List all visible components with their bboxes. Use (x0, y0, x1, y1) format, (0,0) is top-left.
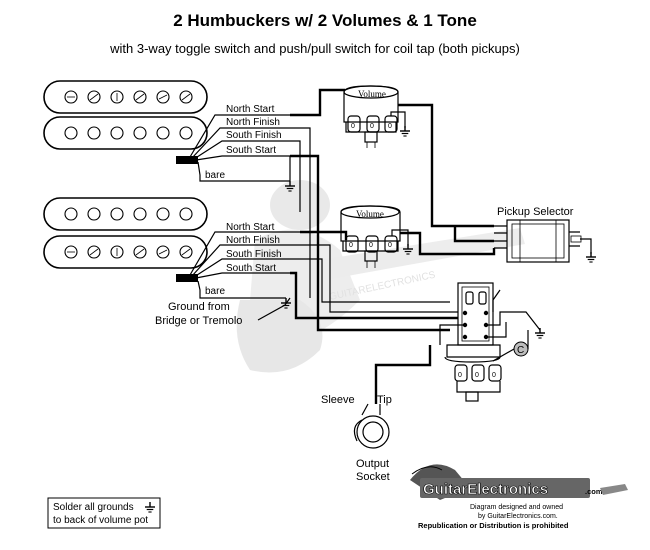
pole-screws-bottom (64, 245, 193, 259)
p1-north-finish-label: North Finish (226, 117, 280, 128)
diagram-subtitle: with 3-way toggle switch and push/pull s… (109, 41, 520, 56)
svg-text:0: 0 (388, 123, 392, 130)
brand-line-1: Diagram designed and owned (470, 504, 563, 511)
ground-from-label-1: Ground from (168, 301, 230, 313)
svg-text:0: 0 (458, 372, 462, 379)
pickup-1-leads: North Start North Finish South Finish So… (189, 104, 290, 182)
pole-screws-top (64, 90, 193, 104)
svg-text:0: 0 (475, 372, 479, 379)
note-line-1: Solder all grounds (53, 502, 134, 513)
pickup-selector-switch: Pickup Selector (494, 206, 582, 263)
pickup-2-leads: North Start North Finish South Finish So… (189, 222, 300, 299)
bridge-ground: Ground from Bridge or Tremolo (155, 297, 291, 327)
capacitor-label: C (517, 345, 524, 356)
svg-text:0: 0 (351, 123, 355, 130)
p1-north-start-label: North Start (226, 104, 275, 115)
svg-text:0: 0 (492, 372, 496, 379)
guitar-electronics-logo: GuitarElectronics .com Diagram designed … (410, 464, 628, 530)
pole-slugs-bottom (64, 126, 193, 140)
svg-text:0: 0 (388, 242, 392, 249)
brand-suffix: .com (585, 487, 603, 496)
jack-tip-label: Tip (377, 394, 392, 406)
volume-2-label: Volume (356, 209, 384, 219)
ground-symbols (280, 125, 597, 339)
p2-south-finish-label: South Finish (226, 249, 282, 260)
brand-line-3: Republication or Distribution is prohibi… (418, 521, 569, 530)
svg-text:0: 0 (370, 123, 374, 130)
humbucker-pickup-1 (43, 80, 208, 164)
p1-bare-label: bare (205, 170, 225, 181)
volume-pot-1: Volume 0 0 0 (343, 85, 399, 148)
p2-south-start-label: South Start (226, 263, 276, 274)
diagram-title: 2 Humbuckers w/ 2 Volumes & 1 Tone (173, 11, 477, 30)
ground-from-label-2: Bridge or Tremolo (155, 315, 242, 327)
jack-output-label: Output (356, 458, 389, 470)
humbucker-pickup-2 (43, 197, 208, 282)
ground-icon (585, 251, 597, 263)
capacitor: C (492, 330, 529, 362)
svg-text:0: 0 (369, 242, 373, 249)
brand-line-2: by GuitarElectronics.com. (478, 513, 558, 520)
brand-name: GuitarElectronics (423, 481, 548, 498)
p2-north-finish-label: North Finish (226, 235, 280, 246)
ground-icon (534, 327, 546, 339)
volume-pot-2: Volume 0 0 0 (340, 205, 401, 268)
p1-south-finish-label: South Finish (226, 130, 282, 141)
p1-south-start-label: South Start (226, 145, 276, 156)
volume-1-label: Volume (358, 89, 386, 99)
jack-socket-label: Socket (356, 471, 390, 483)
jack-sleeve-label: Sleeve (321, 394, 355, 406)
svg-text:0: 0 (349, 242, 353, 249)
output-jack: Sleeve Tip Output Socket (321, 394, 392, 483)
p2-north-start-label: North Start (226, 222, 275, 233)
pickup-selector-label: Pickup Selector (497, 206, 574, 218)
signal-wires (290, 88, 592, 404)
note-line-2: to back of volume pot (53, 515, 148, 526)
p2-bare-label: bare (205, 286, 225, 297)
ground-note-box: Solder all grounds to back of volume pot (47, 497, 161, 529)
ground-icon (399, 125, 411, 137)
pole-slugs-top (64, 207, 193, 221)
